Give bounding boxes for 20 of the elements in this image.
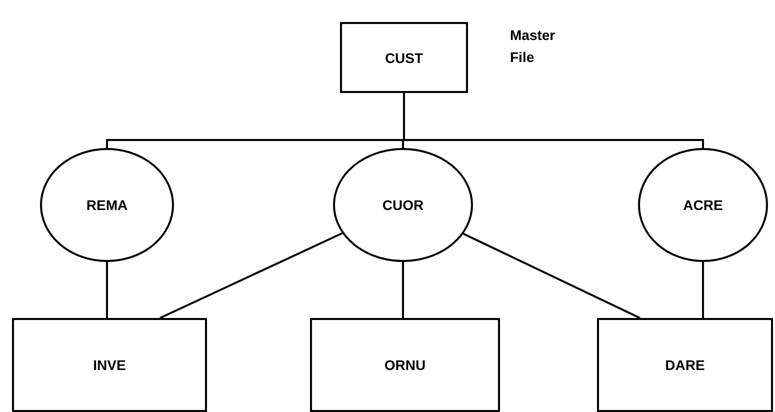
connector-line	[106, 262, 108, 318]
connector-line	[160, 232, 343, 319]
entity-box	[12, 318, 207, 412]
node-label: CUOR	[382, 197, 424, 213]
connector-line	[462, 232, 640, 319]
entity-circle	[40, 148, 174, 262]
node-note: Master File	[510, 26, 556, 67]
connector-line	[403, 93, 704, 148]
node-label: INVE	[93, 357, 126, 373]
entity-circle	[638, 148, 768, 262]
node-label: DARE	[665, 357, 705, 373]
entity-box	[597, 318, 773, 412]
connector-line	[702, 262, 704, 318]
entity-circle	[333, 148, 473, 262]
node-label: REMA	[86, 197, 128, 213]
node-label: ACRE	[683, 197, 723, 213]
connector-line	[402, 262, 404, 318]
node-label: CUST	[384, 50, 424, 66]
node-label: ORNU	[384, 357, 426, 373]
entity-box	[310, 318, 500, 412]
